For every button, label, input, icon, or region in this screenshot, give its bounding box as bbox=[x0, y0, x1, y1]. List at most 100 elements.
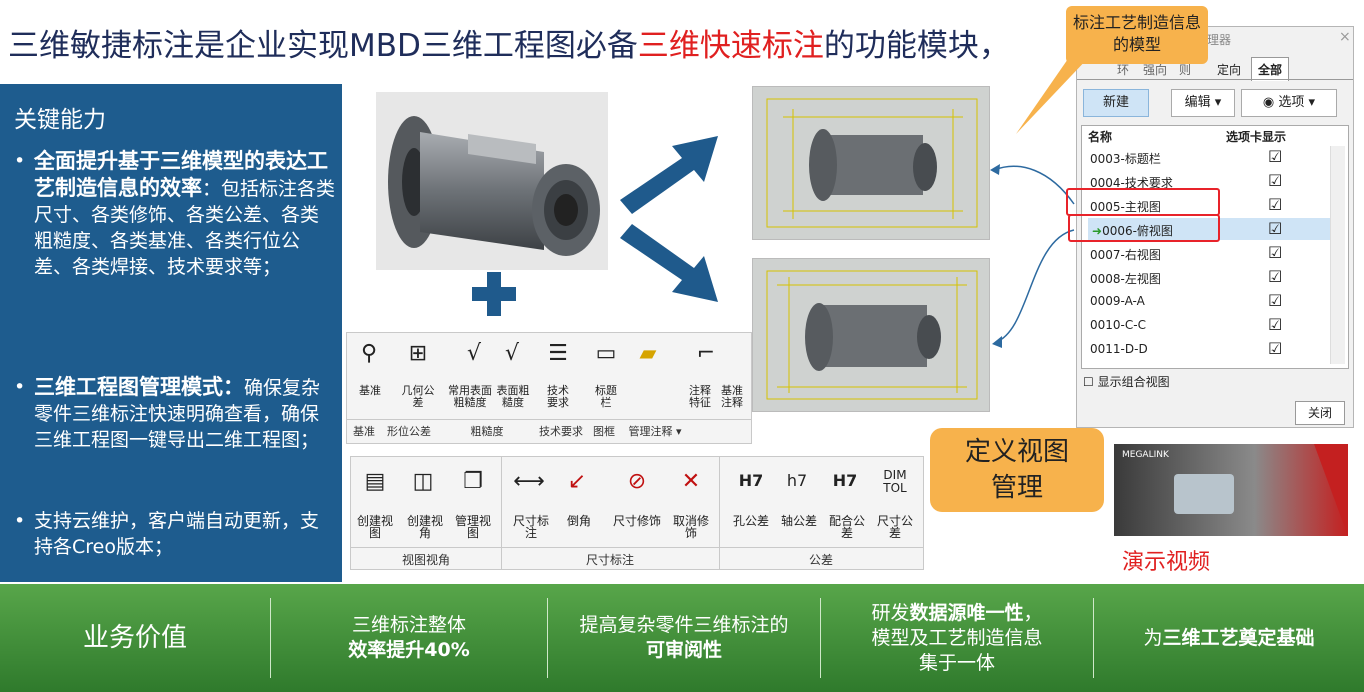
title-text: 三维敏捷标注是企业实现MBD三维工程图必备 bbox=[8, 28, 638, 64]
bullet-1-text: ：包括标注各类尺寸、各类修饰、各类公差、各类粗糙度、各类基准、各类行位公差、各类… bbox=[34, 178, 336, 278]
tab-all[interactable]: 全部 bbox=[1251, 57, 1290, 81]
edit-button[interactable]: 编辑 ▾ bbox=[1171, 89, 1235, 117]
manage-view-icon[interactable]: ❐ bbox=[463, 469, 483, 494]
datum-icon[interactable]: ⚲ bbox=[360, 341, 378, 366]
show-combined-checkbox[interactable]: ☐ 显示组合视图 bbox=[1083, 373, 1170, 390]
create-view-button[interactable]: 创建视图 bbox=[357, 514, 394, 540]
create-view-icon[interactable]: ▤ bbox=[364, 469, 386, 494]
group-gtol: 形位公差 bbox=[387, 425, 431, 438]
checkbox-icon[interactable]: ☑ bbox=[1268, 339, 1283, 358]
tab-1[interactable]: 环 bbox=[1117, 63, 1130, 77]
shaft-tolerance-button[interactable]: 轴公差 bbox=[780, 514, 817, 528]
new-button[interactable]: 新建 bbox=[1083, 89, 1149, 117]
list-item[interactable]: 0010-C-C ☑ bbox=[1088, 314, 1332, 336]
manage-view-button[interactable]: 管理视图 bbox=[455, 514, 492, 540]
drawing-thumbnail-1[interactable] bbox=[752, 86, 990, 240]
checkbox-icon[interactable]: ☑ bbox=[1268, 219, 1283, 238]
hole-tolerance-button[interactable]: 孔公差 bbox=[732, 514, 769, 528]
tab-orient[interactable]: 定向 bbox=[1217, 63, 1242, 77]
title-highlight: 三维快速标注 bbox=[637, 28, 824, 64]
tab-3[interactable]: 则 bbox=[1179, 63, 1192, 77]
cancel-modify-button[interactable]: 取消修饰 bbox=[673, 514, 710, 540]
list-item[interactable]: 0009-A-A ☑ bbox=[1088, 290, 1332, 312]
drawing-thumbnail-2[interactable] bbox=[752, 258, 990, 412]
dialog-tabs: 环 强向 则 定向 全部 bbox=[1117, 57, 1351, 81]
cancel-modify-icon[interactable]: ✕ bbox=[681, 469, 701, 494]
chamfer-icon[interactable]: ↙ bbox=[567, 469, 587, 494]
common-roughness-button[interactable]: 常用表面粗糙度 bbox=[448, 384, 492, 409]
dimension-modify-button[interactable]: 尺寸修饰 bbox=[612, 514, 661, 528]
options-button[interactable]: ◉ 选项 ▾ bbox=[1241, 89, 1337, 117]
checkbox-icon[interactable]: ☑ bbox=[1268, 195, 1283, 214]
checkbox-icon[interactable]: ☑ bbox=[1268, 171, 1283, 190]
dimension-modify-icon[interactable]: ⊘ bbox=[627, 469, 647, 494]
checkbox-icon[interactable]: ☑ bbox=[1268, 291, 1283, 310]
geometric-tolerance-icon[interactable]: ⊞ bbox=[408, 341, 428, 366]
checkbox-icon[interactable]: ☑ bbox=[1268, 147, 1283, 166]
value-3-line3: 集于一体 bbox=[918, 651, 995, 674]
eye-icon: ◉ bbox=[1262, 95, 1279, 110]
list-item[interactable]: 0007-右视图☑ bbox=[1088, 242, 1332, 264]
demo-video-link[interactable]: 演示视频 bbox=[1122, 550, 1211, 575]
fit-tolerance-button[interactable]: 配合公差 bbox=[828, 514, 865, 540]
create-viewpoint-button[interactable]: 创建视角 bbox=[407, 514, 444, 540]
row-name: 0008-左视图 bbox=[1090, 272, 1161, 286]
create-viewpoint-icon[interactable]: ◫ bbox=[412, 469, 434, 494]
geometric-tolerance-button[interactable]: 几何公差 bbox=[401, 384, 435, 409]
dimension-button[interactable]: 尺寸标注 bbox=[513, 514, 550, 540]
col-show: 选项卡显示 bbox=[1226, 130, 1287, 144]
chamfer-button[interactable]: 倒角 bbox=[566, 514, 591, 528]
options-label: 选项 bbox=[1278, 95, 1305, 110]
checkbox-empty-icon: ☐ bbox=[1083, 375, 1098, 389]
panel-header: 关键能力 bbox=[14, 107, 106, 133]
bullet-1-bold: 全面提升基于三维模型的表达工艺制造信息的效率 bbox=[34, 149, 328, 200]
dimension-icon[interactable]: ⟷ bbox=[513, 469, 545, 494]
business-value-bar: 业务价值 三维标注整体效率提升40% 提高复杂零件三维标注的可审阅性 研发数据源… bbox=[0, 584, 1364, 692]
dim-tol-button[interactable]: 尺寸公差 bbox=[876, 514, 913, 540]
business-value-label: 业务价值 bbox=[0, 584, 270, 692]
surface-roughness-button[interactable]: 表面粗糙度 bbox=[496, 384, 530, 409]
surface-roughness-icon[interactable]: √ bbox=[466, 341, 482, 366]
row-name: 0004-技术要求 bbox=[1090, 176, 1173, 190]
business-value-title: 业务价值 bbox=[82, 622, 187, 653]
close-button[interactable]: 关闭 bbox=[1295, 401, 1345, 425]
manage-annotation-icon[interactable]: ▰ bbox=[639, 341, 657, 366]
callout-text: 标注工艺制造信息的模型 bbox=[1072, 13, 1201, 54]
checkbox-icon[interactable]: ☑ bbox=[1268, 243, 1283, 262]
value-2-line1: 提高复杂零件三维标注的 bbox=[579, 614, 789, 636]
list-item[interactable]: 0011-D-D☑ bbox=[1088, 338, 1332, 360]
datum-button[interactable]: 基准 bbox=[359, 384, 381, 397]
hole-tolerance-icon[interactable]: H7 bbox=[738, 471, 764, 490]
list-item[interactable]: 0003-标题栏☑ bbox=[1088, 146, 1332, 168]
close-icon[interactable]: × bbox=[1339, 29, 1351, 45]
title-block-icon[interactable]: ▭ bbox=[595, 341, 617, 366]
define-view-label: 定义视图管理 bbox=[930, 428, 1104, 512]
checkbox-icon[interactable]: ☑ bbox=[1268, 315, 1283, 334]
list-item[interactable]: 0005-主视图☑ bbox=[1088, 194, 1332, 216]
list-item[interactable]: 0004-技术要求 ☑ bbox=[1088, 170, 1332, 192]
row-name: 0010-C-C bbox=[1090, 318, 1146, 332]
tablet-image bbox=[1174, 474, 1234, 514]
tech-requirement-icon[interactable]: ☰ bbox=[548, 341, 568, 366]
roughness-icon[interactable]: √ bbox=[504, 341, 520, 366]
annotation-feature-icon[interactable]: ⌐ bbox=[696, 341, 716, 366]
title-suffix: 的功能模块， bbox=[823, 28, 1010, 64]
scrollbar[interactable] bbox=[1330, 146, 1345, 364]
group-roughness: 粗糙度 bbox=[470, 425, 504, 438]
list-item[interactable]: 0008-左视图 ☑ bbox=[1088, 266, 1332, 288]
value-item-4: 为三维工艺奠定基础 bbox=[1094, 584, 1364, 692]
demo-video-thumbnail[interactable]: MEGALINK bbox=[1114, 444, 1348, 536]
checkbox-icon[interactable]: ☑ bbox=[1268, 267, 1283, 286]
title-block-button[interactable]: 标题栏 bbox=[595, 384, 617, 409]
datum-annotation-button[interactable]: 基准注释 bbox=[721, 384, 743, 409]
tab-2[interactable]: 强向 bbox=[1143, 63, 1168, 77]
annotation-feature-button[interactable]: 注释特征 bbox=[689, 384, 711, 409]
list-item-selected[interactable]: ➜0006-俯视图☑ bbox=[1088, 218, 1332, 240]
fit-tolerance-icon[interactable]: H7 bbox=[832, 471, 858, 490]
row-name: 0009-A-A bbox=[1090, 294, 1145, 308]
tech-requirement-button[interactable]: 技术要求 bbox=[547, 384, 569, 409]
shaft-tolerance-icon[interactable]: h7 bbox=[786, 471, 808, 490]
callout-pointer bbox=[1016, 56, 1090, 134]
